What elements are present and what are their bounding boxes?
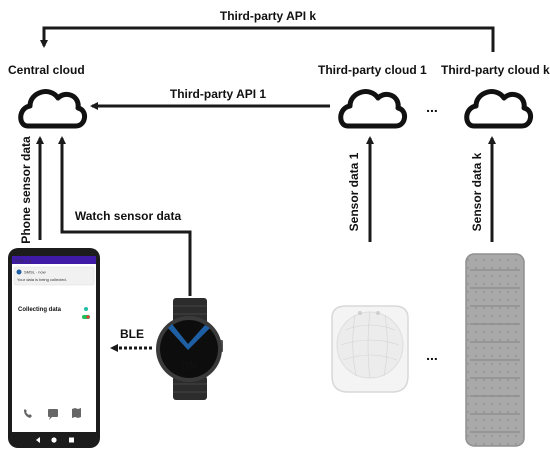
phone-message-icon[interactable] <box>48 409 58 420</box>
api-k-connector <box>40 26 495 52</box>
watch-screen-text: ON <box>181 360 198 372</box>
device-ellipsis: ... <box>426 347 438 363</box>
phone-sensor-data-label: Phone sensor data <box>19 136 33 244</box>
phone-body-text: Collecting data <box>18 307 62 313</box>
watch-sensor-connector <box>58 136 192 296</box>
sensor-led-2 <box>376 311 380 315</box>
smartwatch: ON <box>156 298 223 400</box>
third-party-cloud-1-label: Third-party cloud 1 <box>318 63 427 77</box>
third-party-cloud-1-icon <box>338 89 407 129</box>
phone-status-bar <box>12 256 96 264</box>
sensor-led <box>358 311 362 315</box>
cloud-ellipsis: ... <box>426 99 438 115</box>
watch-sensor-data-label: Watch sensor data <box>75 209 182 223</box>
phone-nav-home-icon[interactable] <box>51 437 57 443</box>
phone-map-icon[interactable] <box>72 408 81 418</box>
notification-app-icon <box>16 269 22 275</box>
smartphone: 9:56 ▪ ⊿ SMSL · now Your data is being c… <box>8 248 100 448</box>
phone-toggle-knob <box>86 315 90 319</box>
phone-notification[interactable] <box>13 266 95 286</box>
phone-status-text: 9:56 ▪ ⊿ <box>15 259 32 264</box>
sensor-mat-device <box>465 253 525 447</box>
sensor-data-k-label: Sensor data k <box>470 152 484 231</box>
central-cloud-icon <box>18 89 87 129</box>
phone-nav-back-icon[interactable] <box>36 437 40 443</box>
api-k-label: Third-party API k <box>220 9 317 23</box>
notification-text: Your data is being collected. <box>17 277 67 282</box>
central-cloud-label: Central cloud <box>8 63 85 77</box>
phone-call-icon[interactable] <box>24 409 32 418</box>
api-1-label: Third-party API 1 <box>170 87 267 101</box>
phone-status-dot <box>84 307 88 311</box>
ble-label: BLE <box>120 327 144 341</box>
sensor-data-1-label: Sensor data 1 <box>347 152 361 231</box>
third-party-cloud-k-icon <box>464 89 533 129</box>
watch-logo-icon <box>168 324 210 350</box>
motion-sensor-device <box>331 305 409 393</box>
notification-app-name: SMSL · now <box>24 270 46 275</box>
third-party-cloud-k-label: Third-party cloud k <box>441 63 550 77</box>
phone-nav-recents-icon[interactable] <box>69 437 74 443</box>
